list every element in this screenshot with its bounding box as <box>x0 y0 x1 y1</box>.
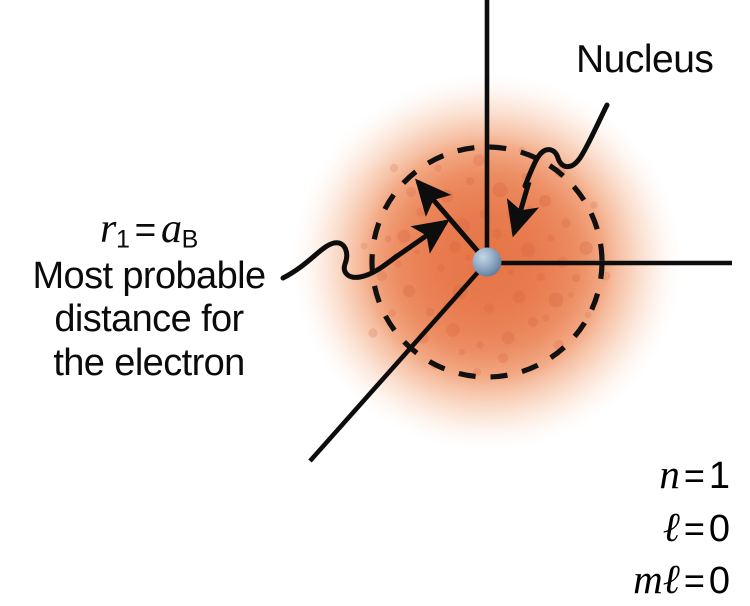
quantum-number-l-symbol: ℓ <box>662 503 680 550</box>
radius-equation: r1=aB <box>4 206 294 254</box>
nucleus-leader-line <box>522 102 610 189</box>
cloud-speckles <box>360 146 611 376</box>
description-line-3: the electron <box>53 341 245 384</box>
nucleus-label: Nucleus <box>576 38 714 81</box>
quantum-number-n-symbol: n <box>659 451 680 497</box>
radius-subscript-1: 1 <box>116 225 130 254</box>
quantum-numbers-block: n=1 ℓ=0 mℓ=0 <box>633 448 730 606</box>
quantum-number-ml-symbol: m <box>633 556 663 603</box>
bohr-radius-symbol-a: a <box>160 206 182 252</box>
quantum-number-ml-value: 0 <box>708 560 730 603</box>
quantum-number-n-equals: = <box>683 455 705 496</box>
bohr-radius-subscript-b: B <box>181 225 199 254</box>
radius-leader-line <box>280 240 400 281</box>
quantum-number-l-value: 0 <box>708 507 730 550</box>
description-line-1: Most probable <box>32 254 266 297</box>
radius-leader-arrow <box>391 219 450 262</box>
quantum-number-ml: mℓ=0 <box>633 553 730 606</box>
quantum-number-ml-equals: = <box>683 560 705 602</box>
most-probable-distance-label: r1=aB Most probable distance for the ele… <box>4 206 294 386</box>
quantum-number-l: ℓ=0 <box>633 501 730 554</box>
quantum-number-ml-subscript: ℓ <box>662 556 680 603</box>
quantum-number-l-equals: = <box>683 507 705 549</box>
quantum-number-n-value: 1 <box>708 455 730 497</box>
axis-diagonal-down-left <box>308 260 489 463</box>
description-line-2: distance for <box>54 298 244 341</box>
nucleus-leader-arrow <box>506 181 540 238</box>
radius-equals-sign: = <box>134 209 157 250</box>
quantum-number-n: n=1 <box>633 448 730 501</box>
nucleus-sphere <box>472 247 502 277</box>
radius-symbol-r: r <box>99 206 117 252</box>
radius-arrow <box>415 178 489 264</box>
